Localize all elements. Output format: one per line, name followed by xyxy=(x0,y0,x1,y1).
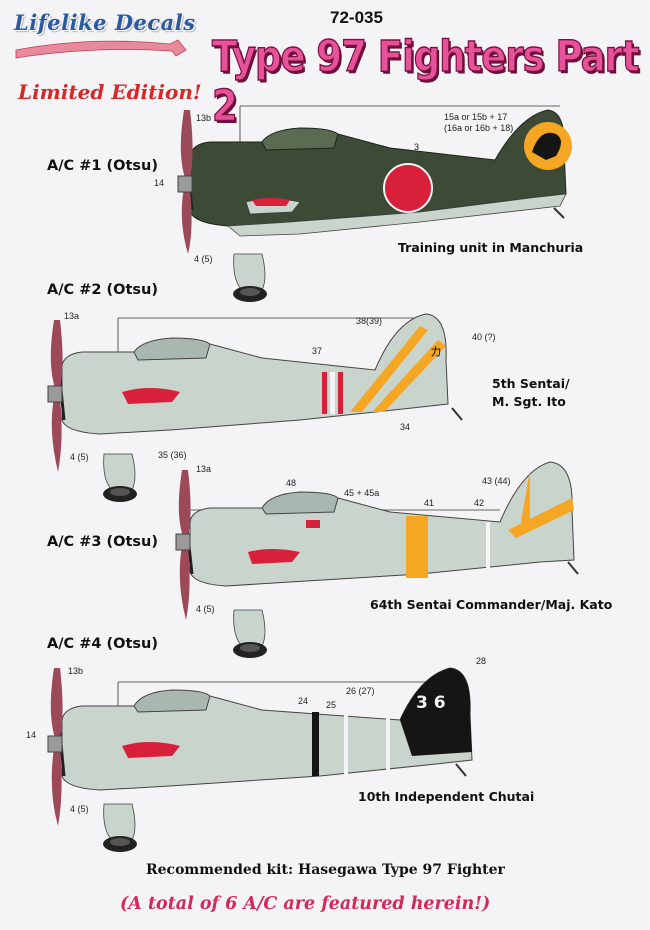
sheet-title: Type 97 Fighters Part 2 xyxy=(211,31,640,131)
aircraft-4-tail-number: 3 6 xyxy=(416,693,446,713)
total-aircraft-note: (A total of 6 A/C are featured herein!) xyxy=(120,894,491,914)
aircraft-3-profile xyxy=(175,461,579,659)
aircraft-1-profile xyxy=(177,105,572,303)
callout: 13a xyxy=(196,464,211,474)
callout: 14 xyxy=(26,730,36,740)
callout: 38(39) xyxy=(356,316,382,326)
callout: 15a or 15b + 17 xyxy=(444,112,507,122)
callout: 45 + 45a xyxy=(344,488,379,498)
callout: 4 (5) xyxy=(194,254,213,264)
callout: 42 xyxy=(474,498,484,508)
callout: 40 (?) xyxy=(472,332,496,342)
callout: 35 (36) xyxy=(158,450,187,460)
aircraft-2-label: A/C #2 (Otsu) xyxy=(47,282,158,298)
recommended-kit: Recommended kit: Hasegawa Type 97 Fighte… xyxy=(146,862,505,878)
limited-edition-label: Limited Edition! xyxy=(18,80,202,104)
aircraft-3-caption: 64th Sentai Commander/Maj. Kato xyxy=(370,597,613,612)
callout: 24 xyxy=(298,696,308,706)
callout: 25 xyxy=(326,700,336,710)
callout: (16a or 16b + 18) xyxy=(444,123,513,133)
aircraft-2-caption-line2: M. Sgt. Ito xyxy=(492,394,566,409)
callout: 48 xyxy=(286,478,296,488)
brand-logo: Lifelike Decals xyxy=(14,10,196,35)
callout: 3 xyxy=(414,142,419,152)
aircraft-2-caption-line1: 5th Sentai/ xyxy=(492,376,570,391)
callout: 4 (5) xyxy=(196,604,215,614)
callout: 4 (5) xyxy=(70,804,89,814)
aircraft-2-tail-char: カ xyxy=(430,345,442,359)
aircraft-4-profile: 3 6 xyxy=(47,667,473,853)
callout: 4 (5) xyxy=(70,452,89,462)
callout: 43 (44) xyxy=(482,476,511,486)
aircraft-4-label: A/C #4 (Otsu) xyxy=(47,636,158,652)
callout: 26 (27) xyxy=(346,686,375,696)
callout: 37 xyxy=(312,346,322,356)
callout: 14 xyxy=(154,178,164,188)
callout: 13a xyxy=(64,311,79,321)
aircraft-2-profile: カ xyxy=(47,313,463,503)
callout: 34 xyxy=(400,422,410,432)
callout: 41 xyxy=(424,498,434,508)
callout: 28 xyxy=(476,656,486,666)
aircraft-1-label: A/C #1 (Otsu) xyxy=(47,158,158,174)
aircraft-3-label: A/C #3 (Otsu) xyxy=(47,534,158,550)
callout: 13b xyxy=(196,113,211,123)
callout: 13b xyxy=(68,666,83,676)
aircraft-4-caption: 10th Independent Chutai xyxy=(358,789,535,804)
product-code: 72-035 xyxy=(330,8,383,27)
aircraft-1-caption: Training unit in Manchuria xyxy=(398,240,584,255)
